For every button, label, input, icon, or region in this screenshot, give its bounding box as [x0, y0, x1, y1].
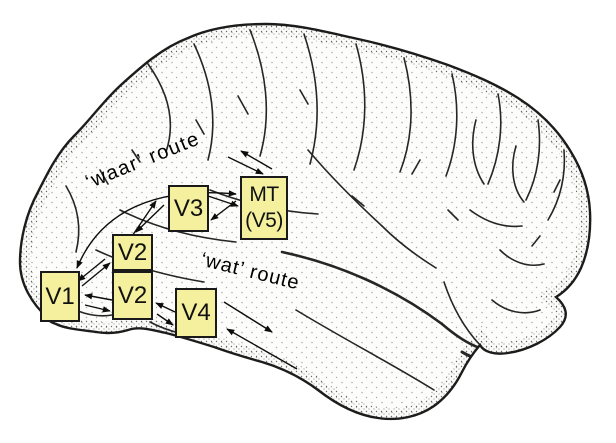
- area-label-mt: MT: [249, 182, 279, 206]
- area-box-v2-ventral: V2: [112, 271, 153, 320]
- area-label-v3: V3: [173, 194, 204, 222]
- area-box-mt-v5: MT (V5): [240, 176, 288, 240]
- area-label-v1: V1: [45, 282, 75, 310]
- arrow-v2ventral-to-v4: [156, 313, 174, 326]
- area-box-v2-dorsal: V2: [112, 234, 153, 271]
- arrow-v2ventral-to-v1: [84, 293, 113, 301]
- arrow-mt-to-dorsal-region: [240, 150, 273, 170]
- arrow-dorsal-region-to-mt: [227, 156, 264, 175]
- arrow-mt-to-v3: [210, 200, 237, 221]
- area-label-v2-dorsal: V2: [117, 238, 148, 266]
- arrow-v3-to-mt: [207, 195, 239, 207]
- area-label-v4: V4: [181, 299, 211, 326]
- area-box-v1: V1: [40, 271, 80, 322]
- arrow-v3-to-v2dorsal: [135, 204, 165, 233]
- arrow-v4-to-v2ventral: [155, 302, 176, 313]
- arrow-temporal-region-to-v4: [226, 328, 298, 370]
- arrow-v4-to-temporal-region: [223, 301, 273, 333]
- area-label-v5: (V5): [245, 209, 283, 232]
- arrow-v1-to-v2ventral: [84, 304, 111, 313]
- arrow-v2dorsal-to-v1: [77, 258, 106, 282]
- area-box-v4: V4: [175, 288, 217, 338]
- arrow-v1-to-v2dorsal: [81, 262, 111, 287]
- area-box-v3: V3: [168, 185, 209, 232]
- area-label-v2-ventral: V2: [117, 281, 148, 309]
